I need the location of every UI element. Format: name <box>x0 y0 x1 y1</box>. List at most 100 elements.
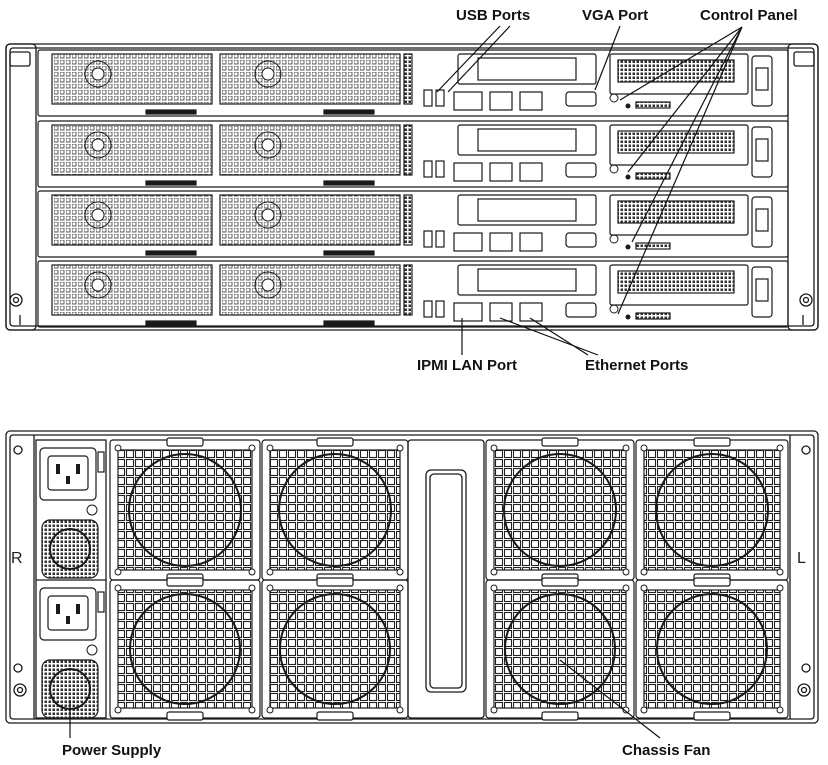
tray-side-latch-inner <box>755 67 769 91</box>
drive-bay-mesh <box>51 53 213 105</box>
fan-hub-icon <box>91 67 105 81</box>
power-supply <box>39 587 105 719</box>
fan-ring <box>504 593 616 705</box>
tray-handle <box>323 180 375 186</box>
fan-hub-icon <box>91 138 105 152</box>
tray-side-latch <box>751 196 773 248</box>
fan-handle <box>316 577 354 587</box>
tray-handle <box>323 320 375 326</box>
drive-bay-mesh <box>51 124 213 176</box>
fan-hub-icon <box>84 201 112 229</box>
usb-port <box>435 160 445 178</box>
usb-port <box>435 89 445 107</box>
fan-grille <box>269 589 401 709</box>
usb-ports-label: USB Ports <box>456 7 531 24</box>
ethernet-port <box>489 91 513 111</box>
fan-screw-icon <box>248 444 256 452</box>
expansion-slot-inner <box>477 198 577 222</box>
power-button-icon <box>609 93 619 103</box>
ipmi-lan-port <box>453 162 483 182</box>
ethernet-port <box>489 302 513 322</box>
tray-side-latch <box>751 55 773 107</box>
fan-hub-icon <box>261 138 275 152</box>
node-tray <box>37 260 789 328</box>
fan-handle <box>316 437 354 447</box>
node-tray-frame <box>37 120 789 188</box>
node-tray <box>37 49 789 117</box>
tray-side-latch <box>751 126 773 178</box>
fan-grille <box>117 589 253 709</box>
node-tray-frame <box>37 190 789 258</box>
tray-latch <box>403 53 413 105</box>
fan-screw-icon <box>622 706 630 714</box>
usb-port <box>423 89 433 107</box>
fan-screw-icon <box>776 568 784 576</box>
power-supply-label: Power Supply <box>62 742 162 759</box>
fan-screw-icon <box>490 706 498 714</box>
chassis-fan <box>485 577 635 721</box>
fan-hub-icon <box>254 131 282 159</box>
chassis-fan <box>635 437 789 583</box>
fan-handle <box>693 711 731 721</box>
psu-led-icon <box>86 644 98 656</box>
fan-screw-icon <box>490 568 498 576</box>
node-trays <box>37 49 789 328</box>
inlet-pin <box>66 476 70 484</box>
fan-screw-icon <box>114 706 122 714</box>
fan-screw-icon <box>622 568 630 576</box>
usb-port <box>423 160 433 178</box>
expansion-slot <box>457 194 597 226</box>
node-tray <box>37 190 789 258</box>
fan-ring <box>128 453 242 567</box>
led-strip <box>635 312 671 320</box>
fan-screw-icon <box>248 706 256 714</box>
fan-handle <box>693 437 731 447</box>
usb-port <box>435 230 445 248</box>
node-tray <box>37 120 789 188</box>
ethernet-port <box>519 302 543 322</box>
fan-handle <box>541 711 579 721</box>
tray-latch <box>403 264 413 316</box>
fan-screw-icon <box>396 584 404 592</box>
expansion-slot-inner <box>477 57 577 81</box>
node-tray-frame <box>37 260 789 328</box>
vga-port <box>565 302 597 318</box>
fan-handle <box>541 437 579 447</box>
fan-screw-icon <box>640 568 648 576</box>
ac-inlet <box>39 587 97 641</box>
fan-handle <box>693 577 731 587</box>
tray-handle <box>323 250 375 256</box>
fan-screw-icon <box>114 584 122 592</box>
callout-lines <box>69 25 743 739</box>
inlet-pin <box>66 616 70 624</box>
fan-screw-icon <box>490 584 498 592</box>
fan-screw-icon <box>776 706 784 714</box>
fan-ring <box>279 593 391 705</box>
tray-latch <box>403 194 413 246</box>
center-handle-slot <box>425 469 467 693</box>
ethernet-port <box>489 232 513 252</box>
fan-handle <box>316 711 354 721</box>
status-led-icon <box>625 103 631 109</box>
fan-hub-icon <box>254 271 282 299</box>
expansion-slot-right <box>609 124 749 166</box>
expansion-slot-right-inner <box>617 270 735 294</box>
fan-grille <box>493 589 627 709</box>
fan-ring <box>278 453 392 567</box>
power-button-icon <box>609 164 619 174</box>
tray-handle <box>145 109 197 115</box>
chassis-fan-label: Chassis Fan <box>622 742 711 759</box>
usb-port <box>423 300 433 318</box>
front-chassis <box>5 43 819 331</box>
ac-inlet <box>39 447 97 501</box>
expansion-slot-right-inner <box>617 200 735 224</box>
status-led-icon <box>625 314 631 320</box>
chassis-fan <box>109 577 261 721</box>
center-handle <box>407 439 485 719</box>
drive-bay-mesh <box>51 194 213 246</box>
expansion-slot-right-inner <box>617 59 735 83</box>
ac-inlet-socket <box>47 455 89 491</box>
led-strip <box>635 101 671 109</box>
chassis-fan <box>485 437 635 583</box>
